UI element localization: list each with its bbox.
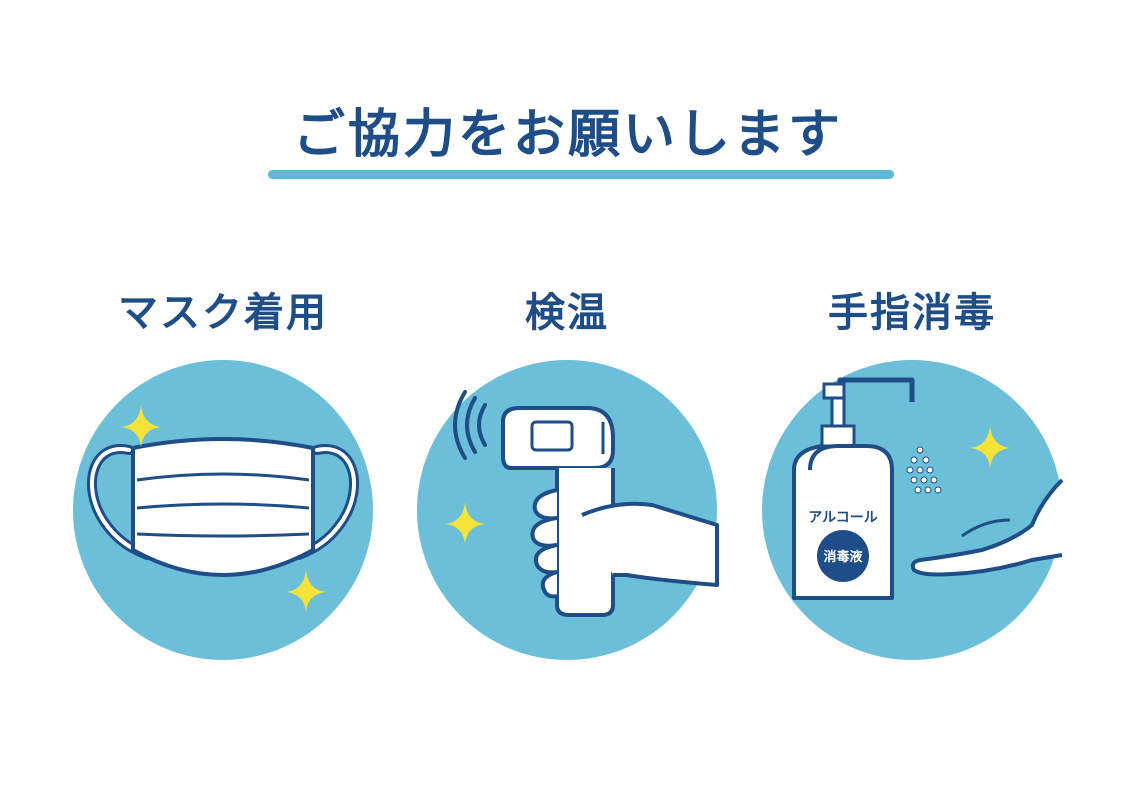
sparkle-icon — [970, 426, 1010, 468]
face-mask-icon — [73, 360, 373, 660]
sparkle-icon — [121, 405, 161, 447]
panel-label-mask: マスク着用 — [118, 290, 328, 336]
thermometer-icon — [417, 360, 719, 660]
title-underline — [268, 170, 894, 179]
bottle-label: アルコール — [808, 510, 878, 526]
sparkle-icon — [445, 502, 485, 544]
spray-icon — [906, 446, 942, 494]
bottle-badge: 消毒液 — [823, 549, 862, 565]
panel-label-temperature: 検温 — [525, 290, 609, 336]
panel-label-sanitizer: 手指消毒 — [828, 290, 996, 336]
sanitizer-icon: アルコール 消毒液 — [762, 360, 1064, 660]
panel-temperature: 検温 — [407, 280, 727, 700]
sparkle-icon — [286, 570, 326, 612]
page-title: ご協力をお願いします — [292, 105, 843, 165]
panel-mask: マスク着用 — [63, 280, 383, 700]
panel-sanitizer: 手指消毒 アルコール 消毒液 — [752, 280, 1072, 700]
